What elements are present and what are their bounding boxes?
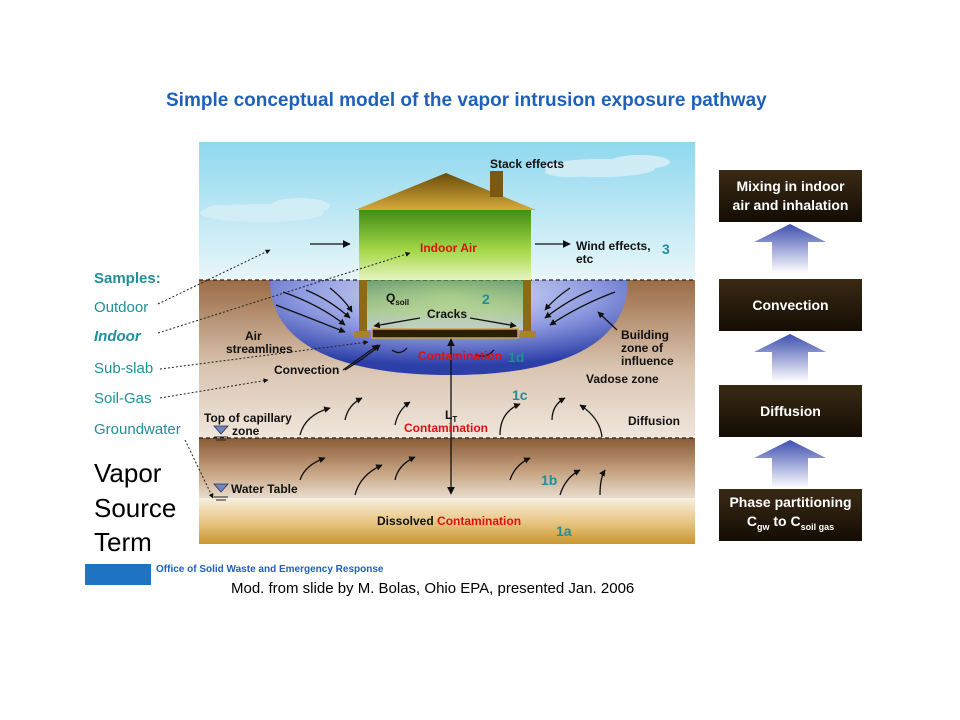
- zone-of-label: zone of: [621, 341, 664, 355]
- basement-wall-right: [523, 280, 531, 332]
- influence-label: influence: [621, 354, 674, 368]
- contamination-vadose-label: Contamination: [404, 421, 488, 435]
- footer-office-text: Office of Solid Waste and Emergency Resp…: [156, 564, 384, 575]
- sample-leaders: [157, 249, 411, 499]
- zone-number-1a: 1a: [556, 523, 572, 539]
- indoor-air-label: Indoor Air: [420, 241, 477, 255]
- box-convection: Convection: [719, 279, 862, 331]
- zone-number-1d: 1d: [508, 349, 524, 365]
- top-capillary-zone-label: zone: [232, 424, 260, 438]
- house-body: [359, 208, 531, 280]
- page-title: Simple conceptual model of the vapor int…: [166, 90, 767, 111]
- footing-left: [354, 331, 370, 338]
- zone-number-3: 3: [662, 241, 670, 257]
- process-arrows: [754, 224, 826, 488]
- process-arrow-1: [754, 224, 826, 273]
- capillary-soil: [199, 438, 695, 498]
- q-soil-label: Qsoil: [386, 291, 409, 307]
- samples-heading: Samples:: [94, 270, 161, 287]
- wind-effects-label: Wind effects,: [576, 239, 651, 253]
- vadose-zone-label: Vadose zone: [586, 372, 659, 386]
- top-capillary-label: Top of capillary: [204, 411, 292, 425]
- zone-number-1b: 1b: [541, 472, 557, 488]
- vapor-source-line-3: Term: [94, 527, 152, 557]
- footer-color-bar: [85, 564, 151, 585]
- sample-groundwater: Groundwater: [94, 421, 181, 438]
- sample-soilgas: Soil-Gas: [94, 390, 152, 407]
- diffusion-label: Diffusion: [628, 414, 680, 428]
- lt-label: LT: [445, 408, 457, 424]
- clouds: [200, 155, 670, 222]
- basement-wall-left: [359, 280, 367, 332]
- footer-credit: Mod. from slide by M. Bolas, Ohio EPA, p…: [231, 580, 635, 597]
- process-arrow-2: [754, 334, 826, 382]
- box-phase-line2: Cgw to Csoil gas: [746, 513, 835, 532]
- building-label: Building: [621, 328, 669, 342]
- footing-right: [520, 331, 536, 338]
- box-mixing-indoor: Mixing in indoor air and inhalation: [719, 170, 862, 222]
- wind-etc-label: etc: [576, 252, 594, 266]
- vapor-source-line-1: Vapor: [94, 458, 162, 488]
- stack-effects-label: Stack effects: [490, 157, 564, 171]
- convection-label: Convection: [274, 363, 339, 377]
- water-table-symbols: [213, 425, 229, 501]
- process-arrow-3: [754, 440, 826, 488]
- water-table-label: Water Table: [231, 482, 298, 496]
- vapor-source-line-2: Source: [94, 493, 177, 523]
- sample-subslab: Sub-slab: [94, 360, 154, 377]
- basement-interior: [363, 280, 527, 330]
- aquifer-layer: [199, 498, 695, 544]
- air-label: Air: [245, 329, 262, 343]
- chimney: [490, 171, 503, 197]
- foundation-slab: [371, 328, 519, 339]
- zone-number-2: 2: [482, 291, 490, 307]
- cracks-label: Cracks: [427, 307, 467, 321]
- box-mixing-line2: air and inhalation: [732, 197, 849, 213]
- streamlines-label: streamlines: [226, 342, 293, 356]
- contamination-slab-label: Contamination: [418, 349, 502, 363]
- sample-indoor: Indoor: [94, 328, 141, 345]
- flow-arrows: [275, 240, 618, 496]
- dissolved-label: Dissolved Contamination: [377, 514, 521, 528]
- zone-number-1c: 1c: [512, 387, 528, 403]
- box-phase-line1: Phase partitioning: [729, 494, 852, 511]
- sample-outdoor: Outdoor: [94, 299, 149, 316]
- box-diffusion: Diffusion: [719, 385, 862, 437]
- house-roof: [355, 173, 536, 210]
- box-mixing-line1: Mixing in indoor: [736, 178, 845, 194]
- box-phase-partitioning: Phase partitioning Cgw to Csoil gas: [719, 489, 862, 541]
